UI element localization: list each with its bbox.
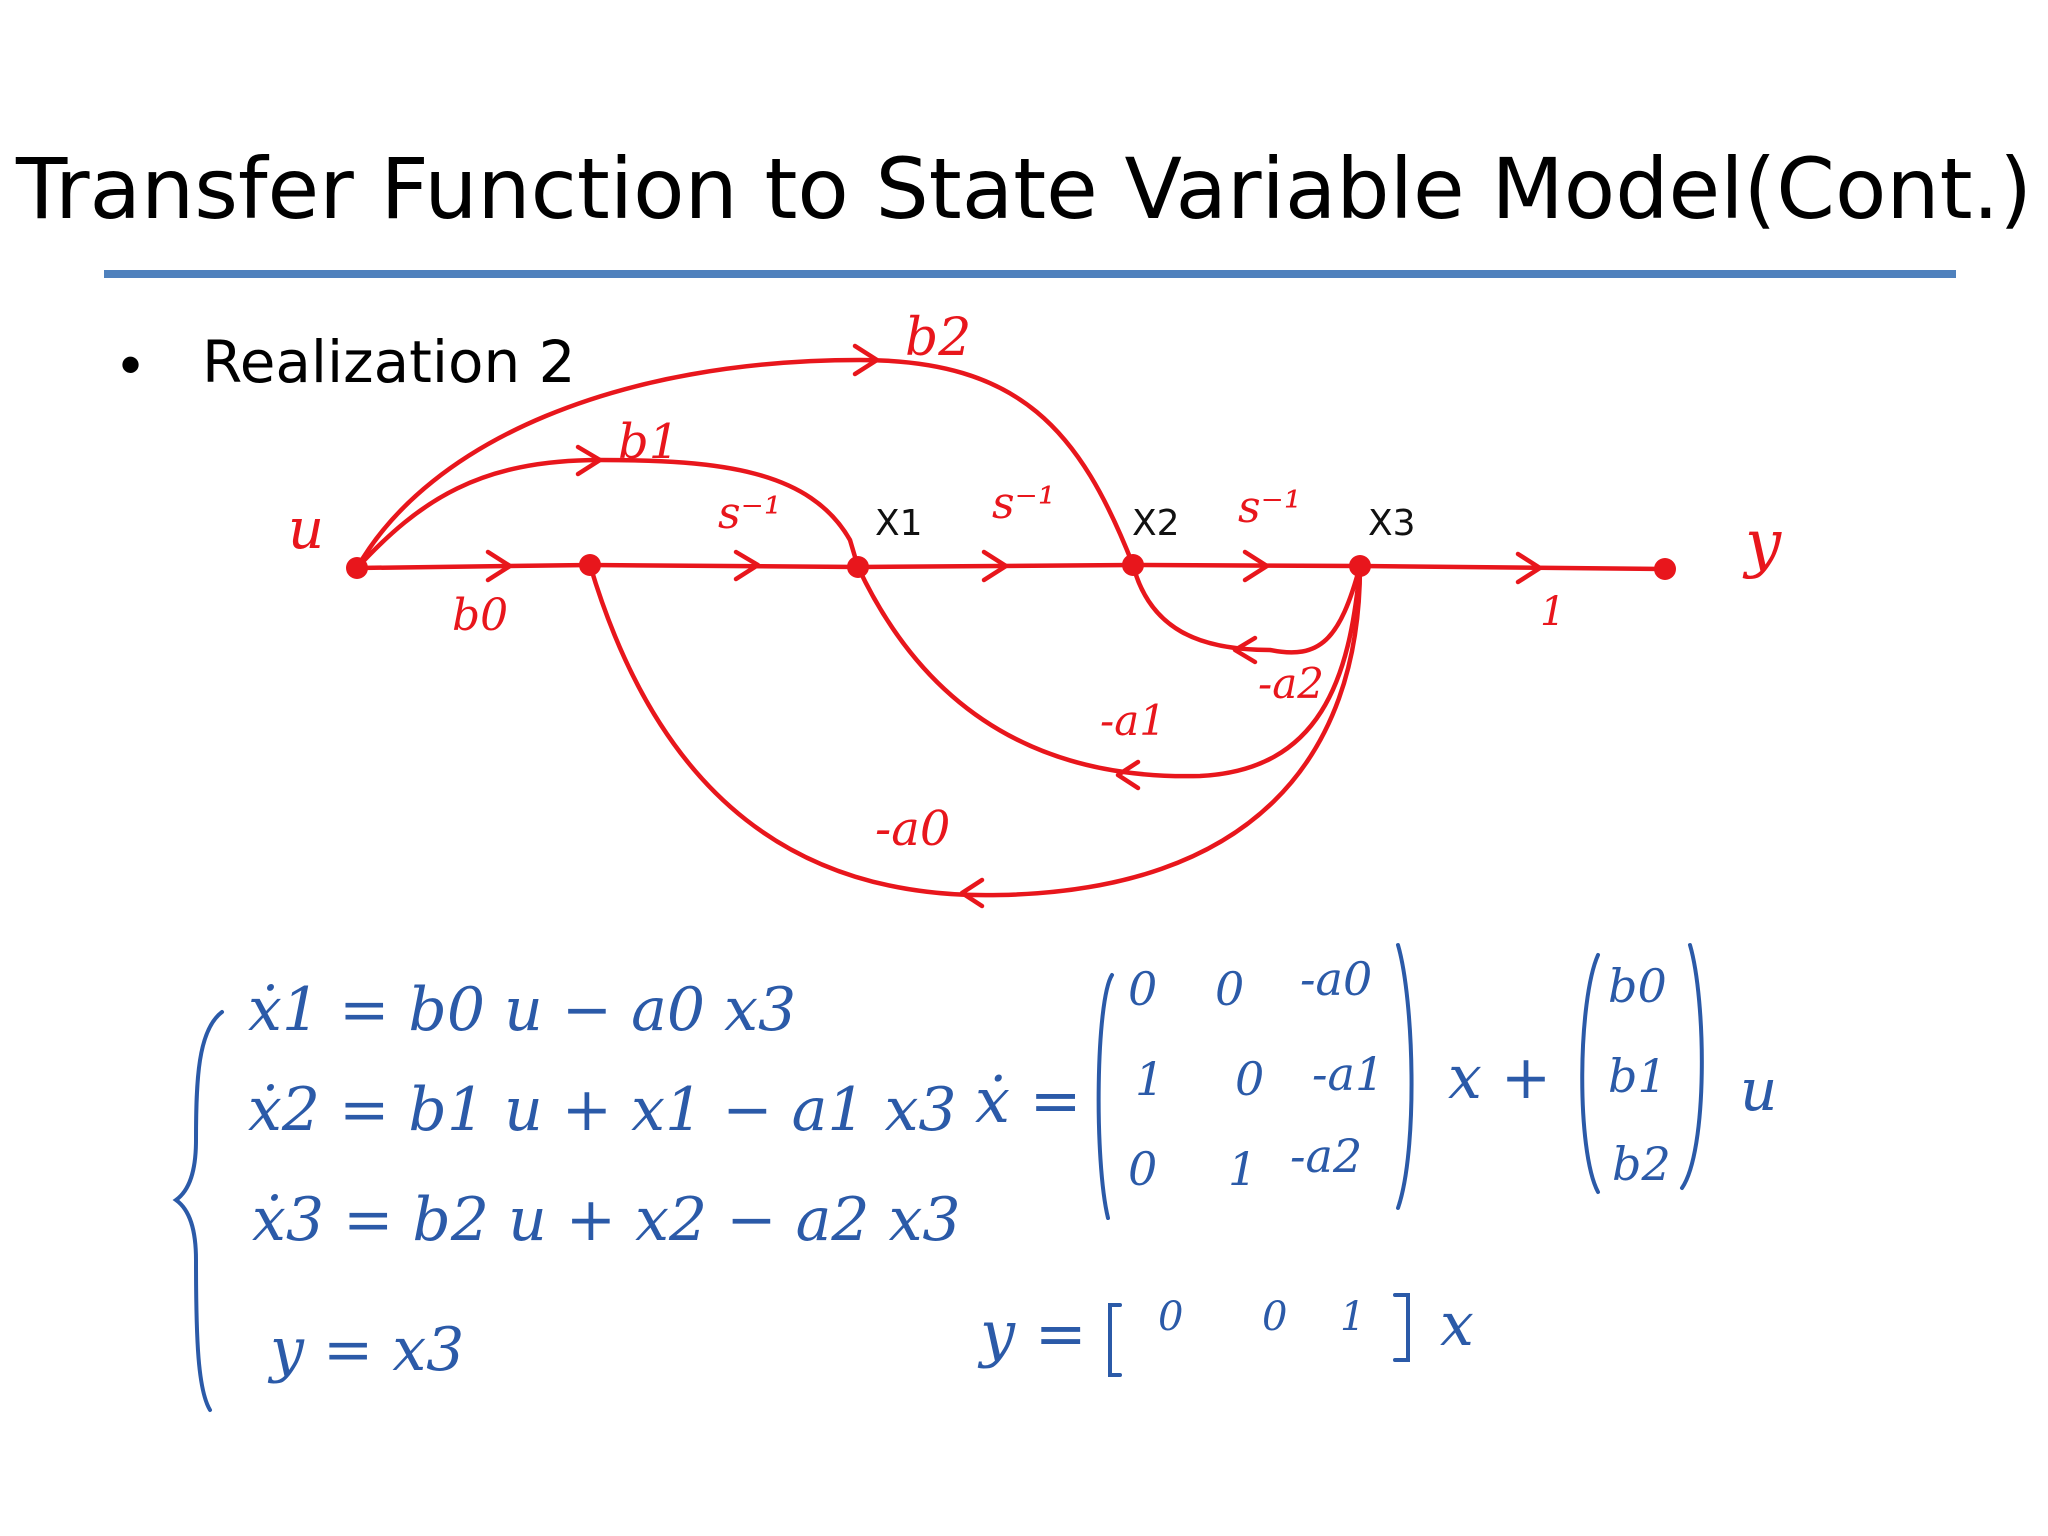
x-tail: x	[1440, 1290, 1474, 1360]
label-u: u	[288, 497, 324, 562]
node-x3	[1349, 555, 1371, 577]
label-b2: b2	[905, 308, 971, 368]
label-a2: -a2	[1258, 659, 1324, 708]
matrix-a-r1c1: 0	[1235, 1052, 1264, 1106]
matrix-a-r1c2: -a1	[1312, 1047, 1384, 1101]
arrow-a1	[1115, 759, 1141, 791]
arrow-a2	[1232, 635, 1258, 665]
matrix-a-right-bracket	[1396, 943, 1414, 1210]
branch-x3-to-y	[1357, 563, 1668, 572]
matrix-a-r2c1: 1	[1228, 1142, 1257, 1196]
arrow-a0	[959, 877, 985, 909]
node-n1	[579, 554, 601, 576]
arrow-s1	[733, 549, 761, 582]
arrow-one	[1515, 551, 1543, 585]
branch-b1-u-to-x1	[354, 457, 861, 571]
branch-n1-to-x1	[587, 562, 861, 570]
label-x3: X3	[1368, 503, 1416, 544]
matrix-c-c1: 0	[1262, 1294, 1287, 1340]
equation-y: y = x3	[267, 1315, 464, 1385]
matrix-c-left-bracket	[1108, 1303, 1122, 1377]
node-x1	[847, 556, 869, 578]
matrix-c-right-bracket	[1393, 1293, 1410, 1362]
label-x1: X1	[875, 503, 923, 544]
x-plus: x +	[1448, 1043, 1551, 1113]
matrix-b-r2: b2	[1612, 1137, 1671, 1191]
branch-u-to-n1	[354, 562, 593, 571]
equations-brace	[172, 1010, 224, 1412]
matrix-a-r0c0: 0	[1128, 962, 1157, 1016]
branch-a0-x3-to-n1	[587, 562, 1363, 898]
arrow-s2	[981, 549, 1009, 583]
equation-x3dot: ẋ3 = b2 u + x2 − a2 x3	[252, 1185, 961, 1255]
xdot-lhs: ẋ =	[975, 1064, 1082, 1137]
label-y: y	[1742, 507, 1782, 581]
label-a0: -a0	[875, 801, 950, 857]
matrix-a-r0c2: -a0	[1300, 952, 1372, 1006]
node-u	[346, 557, 368, 579]
bullet-realization-2: Realization 2	[202, 328, 576, 396]
matrix-a-r0c1: 0	[1215, 962, 1244, 1016]
arrow-s3	[1242, 549, 1270, 583]
matrix-c-c0: 0	[1158, 1294, 1183, 1340]
matrix-a-r2c0: 0	[1128, 1142, 1157, 1196]
branch-a2-x3-to-x2	[1130, 562, 1363, 655]
matrix-b-left-bracket	[1580, 953, 1600, 1194]
y-lhs: y =	[977, 1297, 1087, 1370]
matrix-b-r0: b0	[1608, 959, 1667, 1013]
branch-b2-u-to-x2	[354, 357, 1136, 571]
branch-x2-to-x3	[1130, 562, 1363, 569]
equation-x1dot: ẋ1 = b0 u − a0 x3	[248, 975, 796, 1045]
label-x2: X2	[1132, 503, 1180, 544]
slide-title: Transfer Function to State Variable Mode…	[16, 140, 2032, 238]
arrow-b0	[485, 549, 513, 583]
equation-x2dot: ẋ2 = b1 u + x1 − a1 x3	[248, 1075, 957, 1145]
title-underline	[104, 270, 1956, 278]
arrow-b1	[575, 444, 603, 477]
label-b0: b0	[452, 590, 508, 641]
node-x2	[1122, 554, 1144, 576]
label-one: 1	[1540, 589, 1565, 635]
label-a1: -a1	[1100, 696, 1166, 745]
matrix-a-r1c0: 1	[1135, 1052, 1164, 1106]
matrix-a-left-bracket	[1096, 973, 1114, 1220]
label-s3: s⁻¹	[1238, 482, 1301, 533]
matrix-b-r1: b1	[1608, 1049, 1667, 1103]
bullet-dot: •	[120, 331, 142, 398]
matrix-b-right-bracket	[1680, 943, 1704, 1190]
matrix-c-c2: 1	[1340, 1294, 1365, 1340]
label-s1: s⁻¹	[718, 488, 781, 539]
branch-a1-x3-to-x1	[855, 563, 1363, 779]
arrow-b2	[852, 343, 880, 377]
branch-x1-to-x2	[855, 562, 1136, 570]
node-y	[1654, 558, 1676, 580]
u-tail: u	[1740, 1056, 1777, 1124]
matrix-a-r2c2: -a2	[1290, 1129, 1362, 1183]
label-b1: b1	[618, 414, 679, 470]
label-s2: s⁻¹	[992, 478, 1055, 529]
